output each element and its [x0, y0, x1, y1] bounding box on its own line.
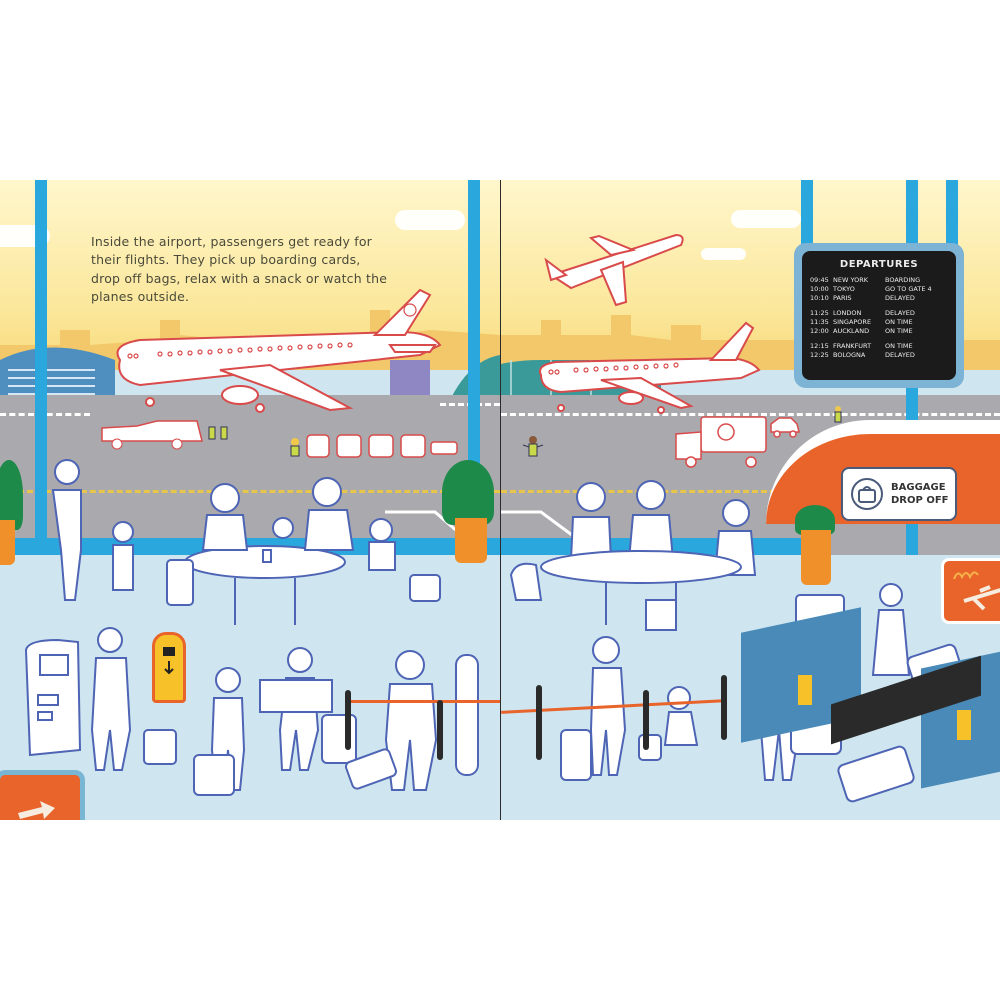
intro-text: Inside the airport, passengers get ready… [91, 233, 388, 305]
departure-status: DELAYED [885, 294, 915, 302]
window-frame [946, 180, 958, 250]
cloud [731, 210, 801, 228]
potted-plant [793, 505, 838, 590]
departure-row: 12:25 BOLOGNA DELAYED [802, 351, 956, 360]
departure-status: DELAYED [885, 309, 915, 317]
ground-crew [208, 426, 228, 440]
departure-time: 11:25 [810, 309, 829, 317]
departure-time: 09:45 [810, 276, 829, 284]
flying-airplane [544, 233, 684, 307]
departure-time: 12:25 [810, 351, 829, 359]
departure-status: ON TIME [885, 318, 913, 326]
departure-status: BOARDING [885, 276, 921, 284]
departure-time: 12:00 [810, 327, 829, 335]
book-gutter [500, 180, 501, 820]
window-frame [35, 180, 47, 560]
suitcase-down-arrow-icon [163, 647, 175, 675]
airline-sign [941, 558, 1000, 624]
departure-row: 11:25 LONDON DELAYED [802, 309, 956, 318]
departure-status: ON TIME [885, 342, 913, 350]
parked-airplane [116, 288, 442, 413]
counter-sticker [798, 675, 812, 705]
board-post [906, 388, 916, 428]
check-in-queue [24, 627, 479, 796]
catering-truck [675, 416, 800, 468]
ground-crew [834, 406, 842, 423]
cafe-seating-area [51, 459, 441, 625]
parked-airplane [539, 321, 761, 414]
taxi-line [0, 490, 500, 493]
potted-plant [440, 460, 495, 590]
departure-status: ON TIME [885, 327, 913, 335]
queue-stanchion [437, 700, 443, 760]
baggage-drop-sign: BAGGAGE DROP OFF [841, 467, 957, 521]
runway-marking [501, 413, 1000, 416]
departure-city: AUCKLAND [833, 327, 870, 335]
departure-city: NEW YORK [833, 276, 868, 284]
direction-sign [0, 770, 85, 820]
departures-title: DEPARTURES [839, 259, 919, 270]
baggage-sign-line1: BAGGAGE [891, 482, 946, 493]
airline-logo-icon [953, 571, 1000, 611]
left-page: Inside the airport, passengers get ready… [0, 180, 500, 820]
window-frame [801, 180, 813, 250]
departure-city: SINGAPORE [833, 318, 872, 326]
departure-time: 11:35 [810, 318, 829, 326]
departure-row: 12:15 FRANKFURT ON TIME [802, 342, 956, 351]
departures-board-frame: DEPARTURES 09:45 NEW YORK BOARDING 10:00 TO… [794, 243, 964, 388]
baggage-sign-line2: DROP OFF [891, 495, 949, 506]
book-spread: Inside the airport, passengers get ready… [0, 180, 1000, 820]
right-arrow-icon [18, 801, 55, 819]
queue-stanchion [721, 675, 727, 740]
terminal-building [0, 347, 115, 410]
cloud [701, 248, 746, 260]
departure-city: BOLOGNA [833, 351, 866, 359]
departure-row: 12:00 AUCKLAND ON TIME [802, 327, 956, 336]
taxi-line [501, 490, 1000, 493]
departure-row: 10:10 PARIS DELAYED [802, 294, 956, 303]
baggage-info-stand [152, 632, 186, 703]
departure-row: 10:00 TOKYO GO TO GATE 4 [802, 285, 956, 294]
counter-sticker [957, 710, 971, 740]
departure-city: FRANKFURT [833, 342, 872, 350]
departure-time: 12:15 [810, 342, 829, 350]
queue-rope [350, 700, 500, 703]
departure-status: GO TO GATE 4 [885, 285, 932, 293]
right-page: DEPARTURES 09:45 NEW YORK BOARDING 10:00 TO… [501, 180, 1000, 820]
departure-time: 10:10 [810, 294, 829, 302]
suitcase-icon [851, 478, 883, 510]
marshaller [522, 436, 544, 457]
cafe-seating-area [509, 480, 757, 631]
potted-plant [0, 460, 25, 590]
departure-city: PARIS [833, 294, 852, 302]
departure-row: 09:45 NEW YORK BOARDING [802, 276, 956, 285]
departure-status: DELAYED [885, 351, 915, 359]
tarmac [0, 395, 500, 555]
tow-truck [101, 420, 203, 450]
baggage-cart-train [306, 434, 458, 458]
departure-time: 10:00 [810, 285, 829, 293]
departure-row: 11:35 SINGAPORE ON TIME [802, 318, 956, 327]
runway-marking [501, 510, 577, 540]
departure-city: LONDON [833, 309, 862, 317]
departures-board: DEPARTURES 09:45 NEW YORK BOARDING 10:00 TO… [802, 251, 956, 380]
queue-stanchion [643, 690, 649, 750]
ground-crew [290, 438, 300, 457]
queue-stanchion [536, 685, 542, 760]
departure-city: TOKYO [833, 285, 855, 293]
queue-stanchion [345, 690, 351, 750]
cloud [395, 210, 465, 230]
